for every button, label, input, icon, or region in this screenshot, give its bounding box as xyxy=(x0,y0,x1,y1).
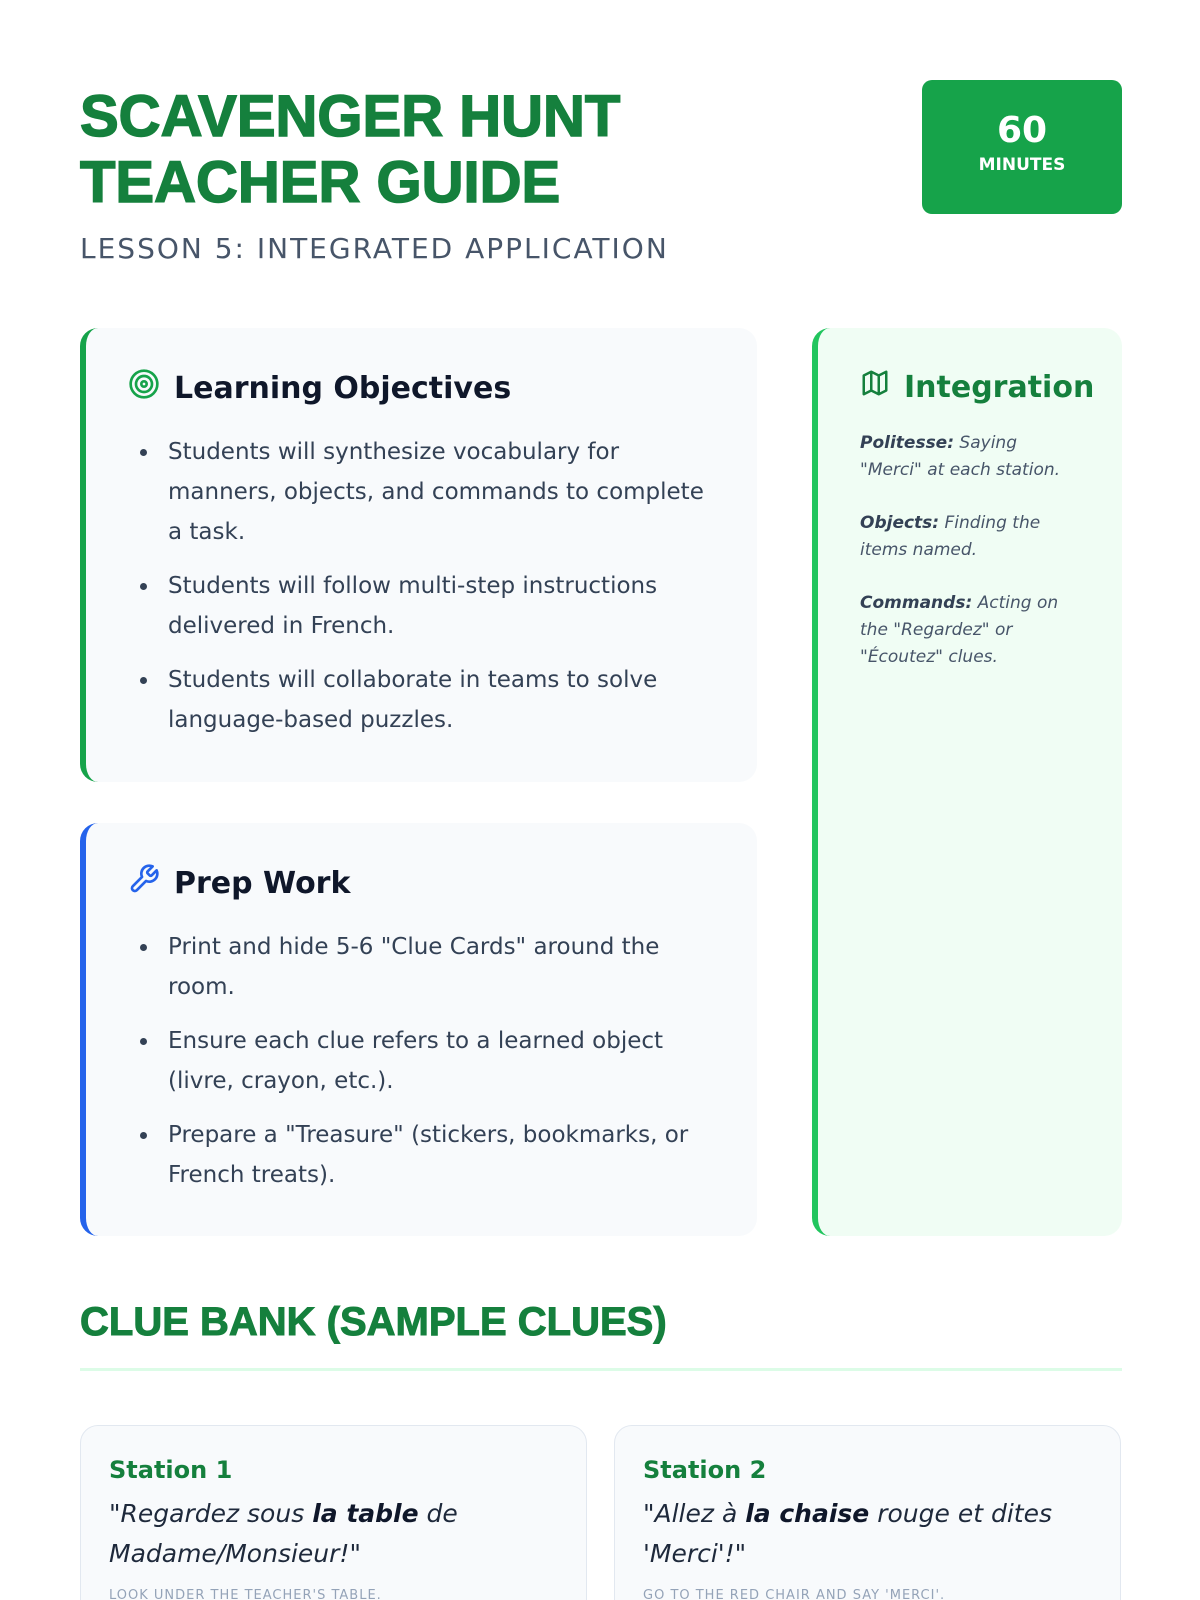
map-icon xyxy=(860,368,890,406)
integration-title: Integration xyxy=(904,369,1095,405)
integration-card: Integration Politesse: Saying "Merci" at… xyxy=(812,328,1122,1236)
station-translation: LOOK UNDER THE TEACHER'S TABLE. xyxy=(109,1588,382,1600)
duration-badge: 60 MINUTES xyxy=(922,80,1122,214)
title-line-1: SCAVENGER HUNT xyxy=(79,83,621,150)
wrench-icon xyxy=(128,863,160,903)
duration-unit: MINUTES xyxy=(978,155,1066,175)
clue-text: "Allez à xyxy=(643,1499,746,1528)
lesson-subtitle: LESSON 5: INTEGRATED APPLICATION xyxy=(80,232,669,265)
prep-title: Prep Work xyxy=(174,865,351,901)
prep-work-card: Prep Work Print and hide 5-6 "Clue Cards… xyxy=(80,823,757,1236)
clue-keyword: la table xyxy=(312,1499,419,1528)
objective-item: Students will follow multi-step instruct… xyxy=(128,566,717,646)
duration-value: 60 xyxy=(996,110,1048,151)
prep-item: Prepare a "Treasure" (stickers, bookmark… xyxy=(128,1115,717,1195)
item-text: Finding the items named. xyxy=(860,513,1041,560)
integration-item: Politesse: Saying "Merci" at each statio… xyxy=(860,430,1082,484)
clue-text: de Madame/Monsieur!" xyxy=(109,1499,458,1568)
station-title: Station 2 xyxy=(643,1456,767,1484)
item-label: Commands: xyxy=(860,593,973,613)
station-clue: "Regardez sous la table de Madame/Monsie… xyxy=(109,1494,558,1574)
clue-keyword: la chaise xyxy=(745,1499,870,1528)
station-card-2: Station 2 "Allez à la chaise rouge et di… xyxy=(614,1425,1121,1600)
item-text: Acting on the "Regardez" or "Écoutez" cl… xyxy=(860,593,1059,667)
item-text: Saying "Merci" at each station. xyxy=(860,433,1061,480)
station-title: Station 1 xyxy=(109,1456,233,1484)
objective-item: Students will synthesize vocabulary for … xyxy=(128,432,717,552)
prep-item: Ensure each clue refers to a learned obj… xyxy=(128,1021,717,1101)
objective-item: Students will collaborate in teams to so… xyxy=(128,660,717,740)
item-label: Objects: xyxy=(860,513,940,533)
integration-item: Objects: Finding the items named. xyxy=(860,510,1082,564)
integration-item: Commands: Acting on the "Regardez" or "É… xyxy=(860,590,1082,671)
prep-item: Print and hide 5-6 "Clue Cards" around t… xyxy=(128,927,717,1007)
clue-text: "Regardez sous xyxy=(109,1499,313,1528)
station-clue: "Allez à la chaise rouge et dites 'Merci… xyxy=(643,1494,1092,1574)
target-icon xyxy=(128,368,160,408)
objectives-title: Learning Objectives xyxy=(174,370,512,406)
item-label: Politesse: xyxy=(860,433,955,453)
title-line-2: TEACHER GUIDE xyxy=(79,149,561,216)
learning-objectives-card: Learning Objectives Students will synthe… xyxy=(80,328,757,782)
station-translation: GO TO THE RED CHAIR AND SAY 'MERCI'. xyxy=(643,1588,946,1600)
clue-text: rouge et dites 'Merci'!" xyxy=(643,1499,1052,1568)
section-divider xyxy=(80,1368,1122,1371)
station-card-1: Station 1 "Regardez sous la table de Mad… xyxy=(80,1425,587,1600)
clue-bank-heading: CLUE BANK (SAMPLE CLUES) xyxy=(80,1300,668,1345)
